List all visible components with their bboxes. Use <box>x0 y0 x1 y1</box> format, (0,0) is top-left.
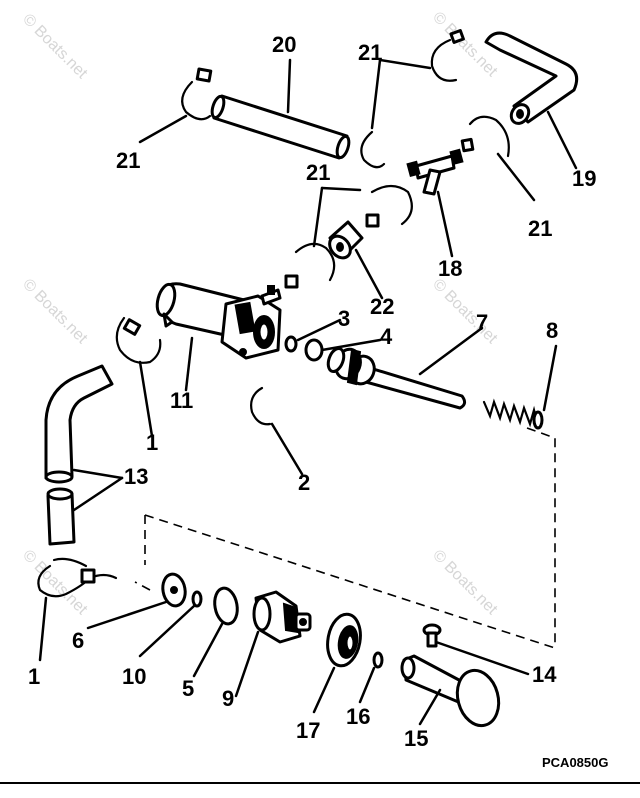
part-5-o-ring <box>213 586 239 626</box>
part-21-clamp-d <box>460 115 510 158</box>
part-18-tee-connector <box>406 148 464 196</box>
part-1-clamp-lower <box>37 557 118 598</box>
watermark-mid-right: © Boats.net <box>429 276 501 348</box>
callout-8: 8 <box>546 318 558 343</box>
part-20-hose <box>210 94 351 160</box>
callout-9: 9 <box>222 686 234 711</box>
callout-18: 18 <box>438 256 462 281</box>
watermark-top-left: © Boats.net <box>19 11 91 83</box>
leader-lines <box>38 58 578 726</box>
callout-21-right: 21 <box>528 216 552 241</box>
callout-3: 3 <box>338 306 350 331</box>
callout-21-middle: 21 <box>306 160 330 185</box>
watermark-bottom-left: © Boats.net <box>19 547 91 619</box>
part-22-sleeve <box>328 220 364 260</box>
part-16-o-ring <box>372 651 384 669</box>
callout-15: 15 <box>404 726 428 751</box>
part-6-washer <box>161 572 187 608</box>
callout-17: 17 <box>296 718 320 743</box>
callout-14: 14 <box>532 662 557 687</box>
part-2-retaining-ring <box>250 386 272 426</box>
part-1-clamp-upper <box>115 316 162 364</box>
callout-4: 4 <box>380 324 393 349</box>
callout-5: 5 <box>182 676 194 701</box>
part-19-bent-hose <box>484 31 579 125</box>
part-10-o-ring <box>191 590 203 608</box>
part-21-clamp-a <box>181 67 213 121</box>
callout-21-top: 21 <box>358 40 382 65</box>
part-17-nut <box>326 612 362 668</box>
callout-19: 19 <box>572 166 596 191</box>
callout-1-lower: 1 <box>28 664 40 689</box>
watermark-bottom-right: © Boats.net <box>429 547 501 619</box>
callout-7: 7 <box>476 310 488 335</box>
part-8-spring <box>482 398 544 430</box>
diagram-code: PCA0850G <box>542 755 608 770</box>
callout-1-upper: 1 <box>146 430 158 455</box>
callout-10: 10 <box>122 664 146 689</box>
part-13-hose-lower <box>46 487 76 546</box>
part-3-o-ring <box>284 335 298 353</box>
part-21-clamp-e <box>365 184 413 228</box>
part-7-valve-stem <box>326 346 467 410</box>
callout-2: 2 <box>298 470 310 495</box>
part-15-knob <box>400 654 501 728</box>
part-21-clamp-c <box>360 130 386 169</box>
part-14-screw <box>422 623 442 648</box>
callout-13: 13 <box>124 464 148 489</box>
callout-6: 6 <box>72 628 84 653</box>
callout-11: 11 <box>170 388 193 413</box>
callout-16: 16 <box>346 704 370 729</box>
watermark-mid-left: © Boats.net <box>19 276 91 348</box>
callout-21-left: 21 <box>116 148 140 173</box>
part-13-hose-upper <box>44 364 114 484</box>
part-21-clamp-f <box>284 242 336 289</box>
part-21-clamp-b <box>430 29 465 82</box>
part-11-valve-body <box>155 282 282 360</box>
callout-22: 22 <box>370 294 394 319</box>
part-4-o-ring <box>304 338 324 362</box>
part-9-fitting <box>252 590 312 644</box>
callout-labels: 20 21 21 19 21 21 18 22 3 4 7 8 11 1 2 1… <box>28 32 596 751</box>
callout-20: 20 <box>272 32 296 57</box>
assembly-guide-dashed <box>134 427 556 649</box>
